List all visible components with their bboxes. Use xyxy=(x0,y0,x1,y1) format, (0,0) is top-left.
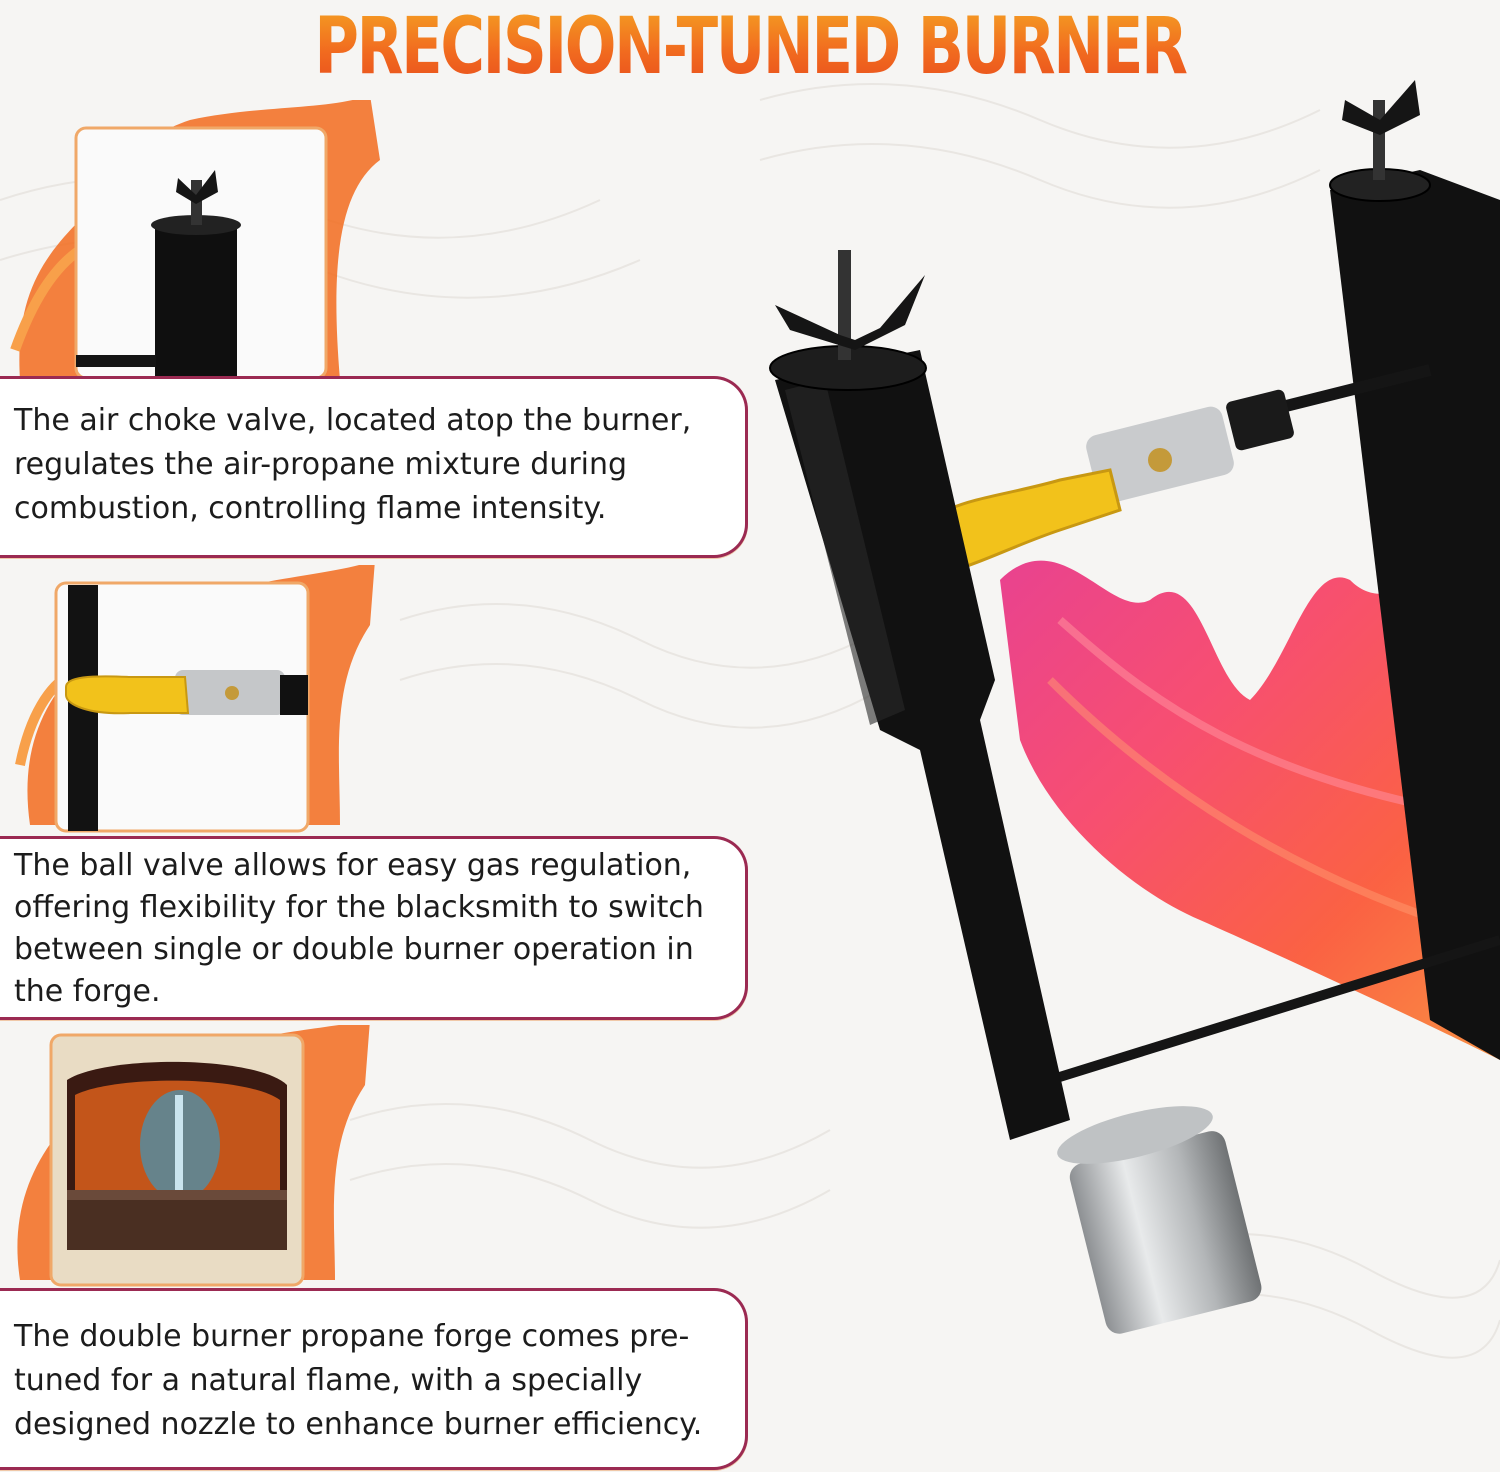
ball-valve xyxy=(918,389,1294,574)
feature-text-air-choke: The air choke valve, located atop the bu… xyxy=(14,403,692,526)
feature-callout-nozzle: The double burner propane forge comes pr… xyxy=(0,1288,748,1470)
feature-callout-ball-valve: The ball valve allows for easy gas regul… xyxy=(0,836,748,1020)
right-burner-tube xyxy=(1329,80,1500,1060)
burner-product-image xyxy=(769,80,1500,1334)
flame-graphic xyxy=(1000,560,1500,1060)
feature-callout-air-choke: The air choke valve, located atop the bu… xyxy=(0,376,748,558)
left-burner-tube xyxy=(769,250,1262,1334)
page-title: PRECISION-TUNED BURNER xyxy=(165,0,1335,95)
forge-flame-photo xyxy=(5,1025,385,1290)
feature-text-ball-valve: The ball valve allows for easy gas regul… xyxy=(14,848,704,1009)
ball-valve-photo xyxy=(10,565,390,835)
feature-text-nozzle: The double burner propane forge comes pr… xyxy=(14,1319,703,1442)
air-choke-valve-photo xyxy=(10,100,390,390)
